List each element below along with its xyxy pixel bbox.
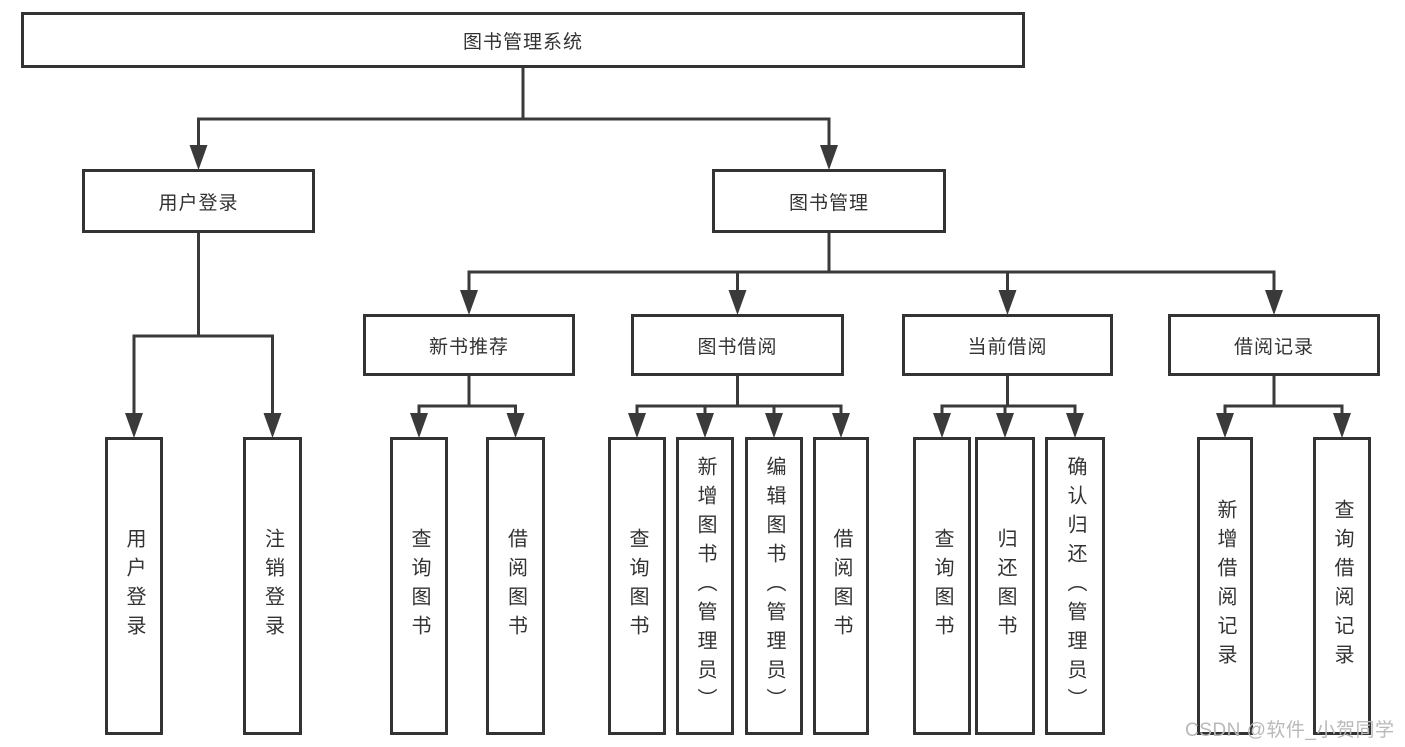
node-borrowing-records: 借阅记录 — [1168, 314, 1380, 376]
leaf-logout: 注销登录 — [243, 437, 302, 735]
node-library-management-system: 图书管理系统 — [21, 12, 1025, 68]
arrow-down-icon — [125, 145, 1351, 438]
leaf-borrow-books-recommend: 借阅图书 — [486, 437, 545, 735]
node-book-borrowing: 图书借阅 — [631, 314, 844, 376]
leaf-add-books-admin: 新增图书（管理员） — [676, 437, 734, 735]
csdn-watermark: CSDN @软件_小贺同学 — [1185, 720, 1395, 741]
leaf-query-borrow-record: 查询借阅记录 — [1313, 437, 1371, 735]
leaf-query-books-recommend: 查询图书 — [390, 437, 448, 735]
node-new-book-recommendation: 新书推荐 — [363, 314, 575, 376]
node-book-management: 图书管理 — [712, 169, 946, 233]
node-current-borrowing: 当前借阅 — [902, 314, 1113, 376]
leaf-edit-books-admin: 编辑图书（管理员） — [745, 437, 803, 735]
leaf-borrow-books: 借阅图书 — [813, 437, 869, 735]
node-user-login: 用户登录 — [82, 169, 315, 233]
leaf-return-books: 归还图书 — [975, 437, 1035, 735]
leaf-add-borrow-record: 新增借阅记录 — [1197, 437, 1253, 735]
leaf-user-login: 用户登录 — [105, 437, 163, 735]
leaf-query-books-borrowing: 查询图书 — [608, 437, 666, 735]
leaf-confirm-return-admin: 确认归还（管理员） — [1045, 437, 1105, 735]
leaf-query-books-current: 查询图书 — [913, 437, 971, 735]
